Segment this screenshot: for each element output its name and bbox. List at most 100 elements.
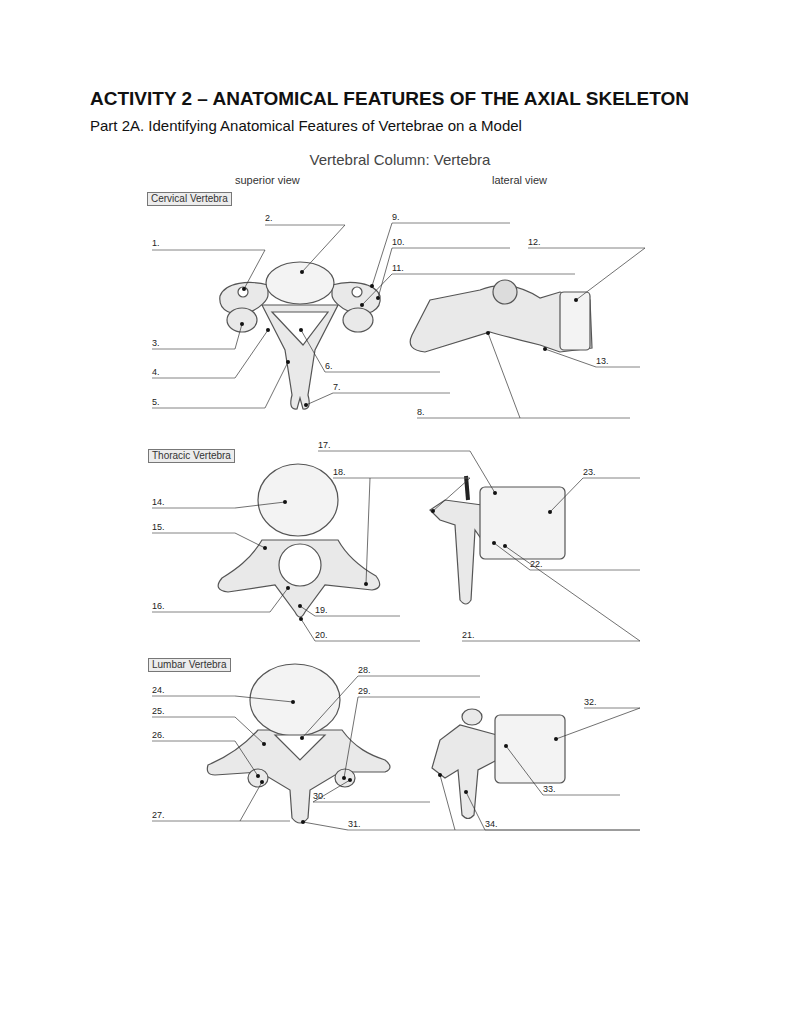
answer-line [543, 795, 620, 796]
leader-line [301, 619, 315, 641]
answer-line [152, 717, 235, 718]
leader-line [235, 502, 285, 508]
callout-number: 7. [333, 382, 341, 392]
callout-number: 34. [485, 819, 498, 829]
heading-label: Vertebral Column: Vertebra [310, 151, 491, 168]
leader-dot [286, 586, 290, 590]
leader-dot [548, 510, 552, 514]
answer-line [358, 697, 480, 698]
transverse-foramen [238, 287, 248, 297]
leader-line [300, 606, 315, 616]
lumbar-body [250, 664, 340, 736]
leader-line [235, 533, 265, 548]
answer-line [152, 408, 265, 409]
answer-line [583, 478, 640, 479]
heading-label: lateral view [492, 174, 547, 187]
leader-line [303, 822, 348, 830]
callout-number: 8. [417, 407, 425, 417]
cervical-articular-process [227, 308, 257, 332]
callout-number: 9. [392, 212, 400, 222]
leader-line [235, 717, 264, 744]
leader-dot [504, 744, 508, 748]
callout-number: 17. [318, 440, 331, 450]
vertebral-foramen [275, 735, 325, 760]
leader-dot [342, 776, 346, 780]
leader-dot [348, 778, 352, 782]
callout-number: 20. [315, 630, 328, 640]
leader-dot [493, 491, 497, 495]
leader-dot [262, 742, 266, 746]
answer-line [596, 367, 640, 368]
callout-number: 11. [392, 263, 404, 273]
callout-number: 18. [333, 467, 346, 477]
answer-line [152, 821, 290, 822]
callout-number: 6. [325, 361, 333, 371]
leader-dot [438, 773, 442, 777]
vertebral-foramen [279, 544, 321, 586]
section-header: Thoracic Vertebra [152, 450, 231, 462]
leader-line [556, 708, 640, 739]
leader-dot [543, 347, 547, 351]
thoracic-lateral-arch [430, 500, 482, 604]
heading-label: superior view [235, 174, 300, 187]
leader-dot [376, 296, 380, 300]
leader-line [302, 676, 358, 738]
answer-line [528, 248, 645, 249]
callout-number: 27. [152, 810, 165, 820]
leader-line [470, 451, 495, 493]
leader-dot [304, 403, 308, 407]
callout-number: 1. [152, 238, 160, 248]
leader-dot [503, 544, 507, 548]
callout-number: 30. [313, 791, 326, 801]
leader-line [313, 780, 350, 802]
answer-line [265, 225, 345, 226]
leader-line [550, 478, 583, 512]
answer-line [348, 830, 640, 831]
thoracic-arch [218, 540, 380, 617]
leader-line [494, 543, 530, 570]
answer-line [392, 274, 575, 275]
answer-line [152, 533, 235, 534]
leader-line [270, 588, 288, 612]
answer-line [333, 478, 470, 479]
leader-line [235, 324, 242, 349]
cervical-arch [262, 305, 338, 409]
leader-dot [431, 509, 435, 513]
leader-line [505, 546, 640, 641]
lumbar-lateral-body [495, 715, 565, 783]
callout-number: 15. [152, 522, 165, 532]
answer-line [325, 372, 440, 373]
leader-line [466, 792, 485, 830]
leader-line [244, 250, 265, 289]
leader-line [235, 330, 268, 378]
callout-number: 16. [152, 601, 165, 611]
leader-dot [298, 604, 302, 608]
lumbar-lateral-arch [432, 725, 497, 819]
answer-line [152, 696, 235, 697]
answer-line [462, 641, 640, 642]
answer-line [152, 741, 235, 742]
leader-dot [300, 736, 304, 740]
lumbar-arch [207, 730, 390, 823]
leader-line [366, 478, 370, 584]
answer-line [417, 418, 630, 419]
leader-dot [299, 328, 303, 332]
callout-number: 26. [152, 730, 165, 740]
leader-dot [260, 780, 264, 784]
leader-line [344, 697, 358, 778]
leader-line [302, 225, 345, 272]
leader-line [433, 478, 470, 511]
answer-line [584, 708, 640, 709]
cervical-body [266, 262, 334, 304]
leader-line [545, 349, 596, 367]
answer-line [392, 223, 510, 224]
cervical-lateral-body [560, 292, 590, 350]
callout-number: 22. [530, 559, 543, 569]
section-header: Cervical Vertebra [151, 193, 228, 205]
callout-number: 4. [152, 367, 160, 377]
leader-dot [299, 617, 303, 621]
leader-dot [574, 298, 578, 302]
leader-dot [360, 303, 364, 307]
answer-line [485, 830, 640, 831]
cervical-articular-process [343, 308, 373, 332]
